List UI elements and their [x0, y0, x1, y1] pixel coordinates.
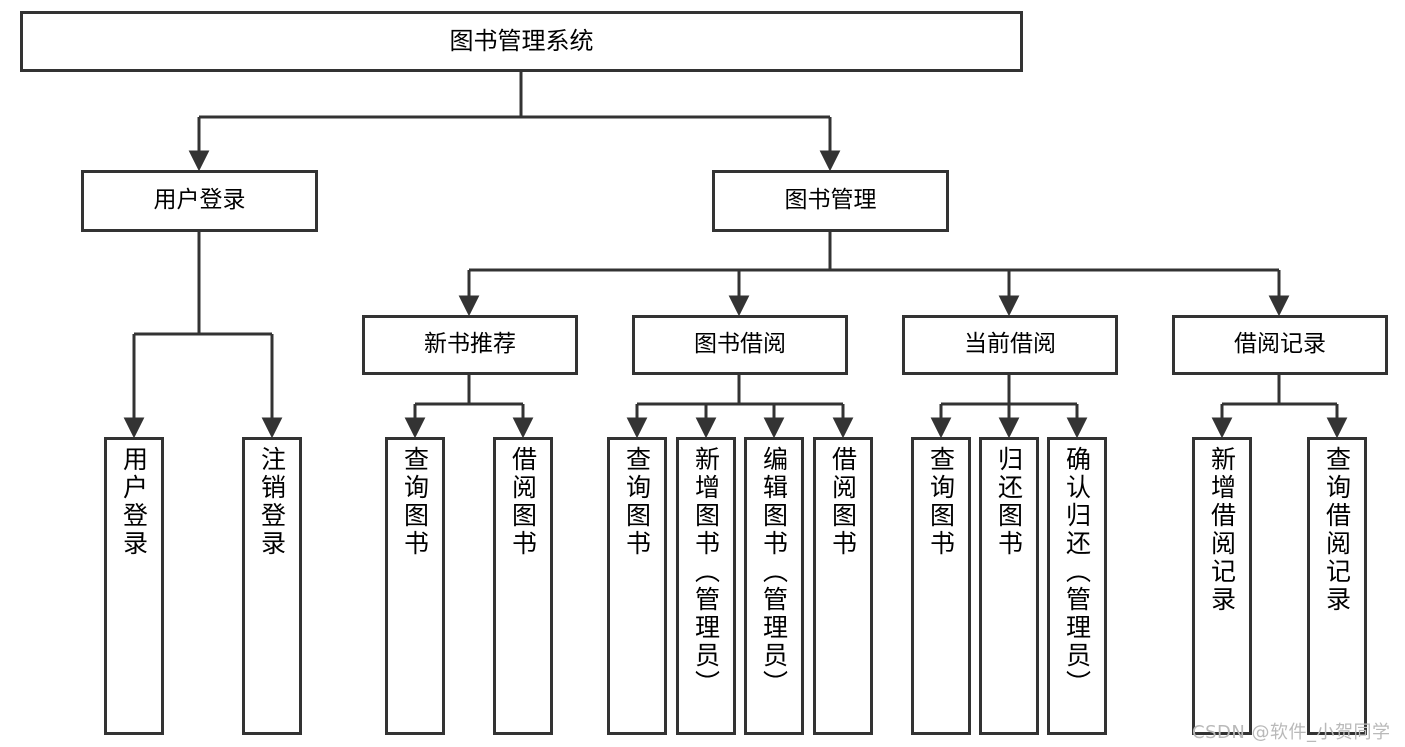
node-label: 新增借阅记录	[1207, 446, 1237, 614]
leaf-current-borrow-query[interactable]: 查询图书	[911, 437, 971, 735]
leaf-borrow-record-add[interactable]: 新增借阅记录	[1192, 437, 1252, 735]
node-root-book-management-system[interactable]: 图书管理系统	[20, 11, 1023, 72]
node-label: 新书推荐	[424, 331, 516, 358]
node-current-borrow[interactable]: 当前借阅	[902, 315, 1118, 375]
leaf-book-borrow-edit[interactable]: 编辑图书（管理员）	[744, 437, 804, 735]
node-label: 图书借阅	[694, 331, 786, 358]
node-book-management[interactable]: 图书管理	[712, 170, 949, 232]
leaf-new-book-borrow[interactable]: 借阅图书	[493, 437, 553, 735]
node-label: 用户登录	[153, 187, 246, 214]
node-label: 查询借阅记录	[1322, 446, 1352, 614]
node-label: 图书管理	[784, 187, 877, 214]
node-label: 图书管理系统	[449, 27, 594, 56]
node-user-login[interactable]: 用户登录	[81, 170, 318, 232]
node-label: 确认归还（管理员）	[1062, 446, 1092, 698]
leaf-borrow-record-query[interactable]: 查询借阅记录	[1307, 437, 1367, 735]
node-label: 借阅图书	[828, 446, 858, 558]
node-new-book-recommend[interactable]: 新书推荐	[362, 315, 578, 375]
node-label: 查询图书	[400, 446, 430, 558]
leaf-book-borrow-add[interactable]: 新增图书（管理员）	[676, 437, 736, 735]
node-label: 查询图书	[622, 446, 652, 558]
csdn-watermark: CSDN @软件_小贺同学	[1192, 722, 1391, 743]
leaf-book-borrow-borrow[interactable]: 借阅图书	[813, 437, 873, 735]
node-label: 借阅图书	[508, 446, 538, 558]
node-label: 借阅记录	[1234, 331, 1326, 358]
node-label: 查询图书	[926, 446, 956, 558]
node-borrow-record[interactable]: 借阅记录	[1172, 315, 1388, 375]
leaf-new-book-query[interactable]: 查询图书	[385, 437, 445, 735]
leaf-book-borrow-query[interactable]: 查询图书	[607, 437, 667, 735]
node-label: 注销登录	[257, 446, 287, 558]
node-label: 当前借阅	[964, 331, 1056, 358]
node-label: 编辑图书（管理员）	[759, 446, 789, 698]
leaf-current-borrow-return[interactable]: 归还图书	[979, 437, 1039, 735]
leaf-current-borrow-confirm-return[interactable]: 确认归还（管理员）	[1047, 437, 1107, 735]
leaf-user-login-login[interactable]: 用户登录	[104, 437, 164, 735]
node-book-borrow[interactable]: 图书借阅	[632, 315, 848, 375]
node-label: 新增图书（管理员）	[691, 446, 721, 698]
node-label: 归还图书	[994, 446, 1024, 558]
node-label: 用户登录	[119, 446, 149, 558]
leaf-user-login-logout[interactable]: 注销登录	[242, 437, 302, 735]
